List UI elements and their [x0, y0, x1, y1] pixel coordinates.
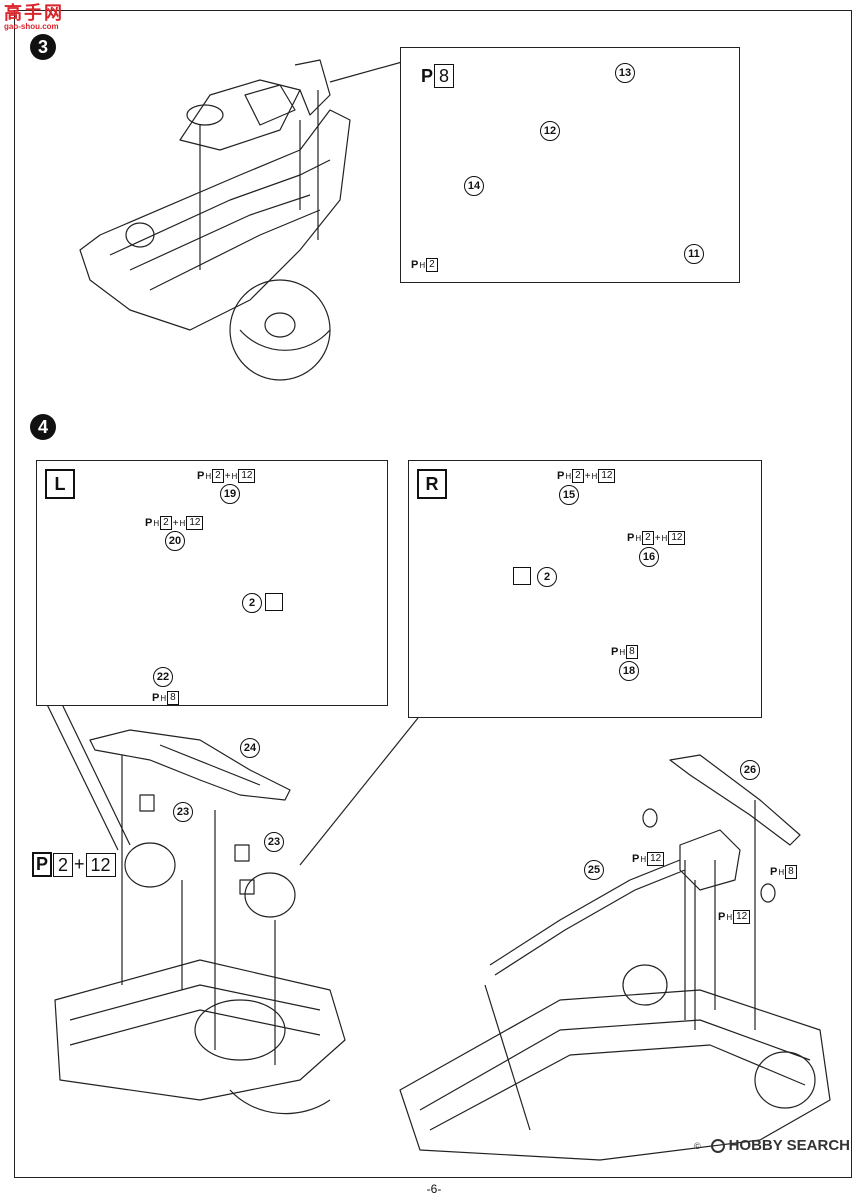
runner-number: 8 — [434, 64, 455, 88]
part-number-15: 15 — [559, 485, 579, 505]
step-3-badge: 3 — [30, 34, 56, 60]
runner-number-a: 2 — [53, 852, 74, 877]
step-4-badge: 4 — [30, 414, 56, 440]
brand-name: HOBBY SEARCH — [728, 1137, 850, 1154]
brand-logo-icon — [710, 1138, 725, 1153]
runner-number-b: 12 — [598, 469, 616, 483]
runner-number-a: 2 — [572, 469, 584, 483]
part-number-2: 2 — [537, 567, 557, 587]
part-number-12: 12 — [540, 121, 560, 141]
runner-number-a: 2 — [642, 531, 654, 545]
runner-number: 12 — [647, 852, 665, 866]
step3-chassis-drawing — [79, 59, 403, 381]
brand-mark: © HOBBY SEARCH — [694, 1137, 850, 1154]
no-glue-icon — [513, 567, 531, 585]
no-glue-icon — [265, 593, 283, 611]
runner-number-a: 2 — [212, 469, 224, 483]
runner-number-b: 12 — [186, 516, 204, 530]
step4-rear-subframe-drawing — [39, 689, 419, 1115]
part-number-22: 22 — [153, 667, 173, 687]
part-number-18: 18 — [619, 661, 639, 681]
part-number-26: 26 — [740, 760, 760, 780]
runner-ph-icon: P — [145, 517, 153, 529]
runner-number: 12 — [733, 910, 751, 924]
runner-ph-icon: P — [421, 65, 434, 86]
runner-ph-icon: P — [627, 532, 635, 544]
page-frame — [14, 10, 852, 1178]
part-number-24: 24 — [240, 738, 260, 758]
part-number-20: 20 — [165, 531, 185, 551]
page-number: -6- — [426, 1182, 442, 1196]
runner-ph-icon: P — [632, 853, 640, 865]
runner-ph-icon: P — [611, 646, 619, 658]
runner-ph-icon: P — [32, 852, 53, 877]
part-number-14: 14 — [464, 176, 484, 196]
watermark-text: 高手网 — [4, 3, 64, 23]
runner-number: 8 — [167, 691, 179, 705]
runner-ph-icon: P — [197, 470, 205, 482]
step4-driveshaft-drawing — [399, 754, 831, 1161]
runner-ph-icon: P — [411, 259, 419, 271]
runner-ph-icon: P — [152, 692, 160, 704]
runner-number-b: 12 — [85, 852, 116, 877]
part-number-2: 2 — [242, 593, 262, 613]
watermark: 高手网 gao-shou.com — [4, 4, 64, 31]
part-number-23-upper: 23 — [173, 802, 193, 822]
runner-ph-icon: P — [770, 866, 778, 878]
part-number-13: 13 — [615, 63, 635, 83]
copyright-mark: © — [693, 1140, 701, 1151]
runner-label-big-2-12: P 2+ 12 — [32, 852, 116, 877]
runner-number-b: 12 — [238, 469, 256, 483]
runner-number-a: 2 — [160, 516, 172, 530]
part-number-23-lower: 23 — [264, 832, 284, 852]
runner-ph-icon: P — [718, 911, 726, 923]
part-number-16: 16 — [639, 547, 659, 567]
runner-ph-icon: P — [557, 470, 565, 482]
runner-number: 8 — [626, 645, 638, 659]
part-number-19: 19 — [220, 484, 240, 504]
runner-label-ph8: P 8 — [421, 64, 455, 88]
part-number-11: 11 — [684, 244, 704, 264]
side-tag-right: R — [417, 469, 447, 499]
watermark-url: gao-shou.com — [4, 22, 59, 31]
side-tag-left: L — [45, 469, 75, 499]
runner-number-b: 12 — [668, 531, 686, 545]
runner-number: 2 — [426, 258, 438, 272]
runner-number: 8 — [785, 865, 797, 879]
part-number-25: 25 — [584, 860, 604, 880]
